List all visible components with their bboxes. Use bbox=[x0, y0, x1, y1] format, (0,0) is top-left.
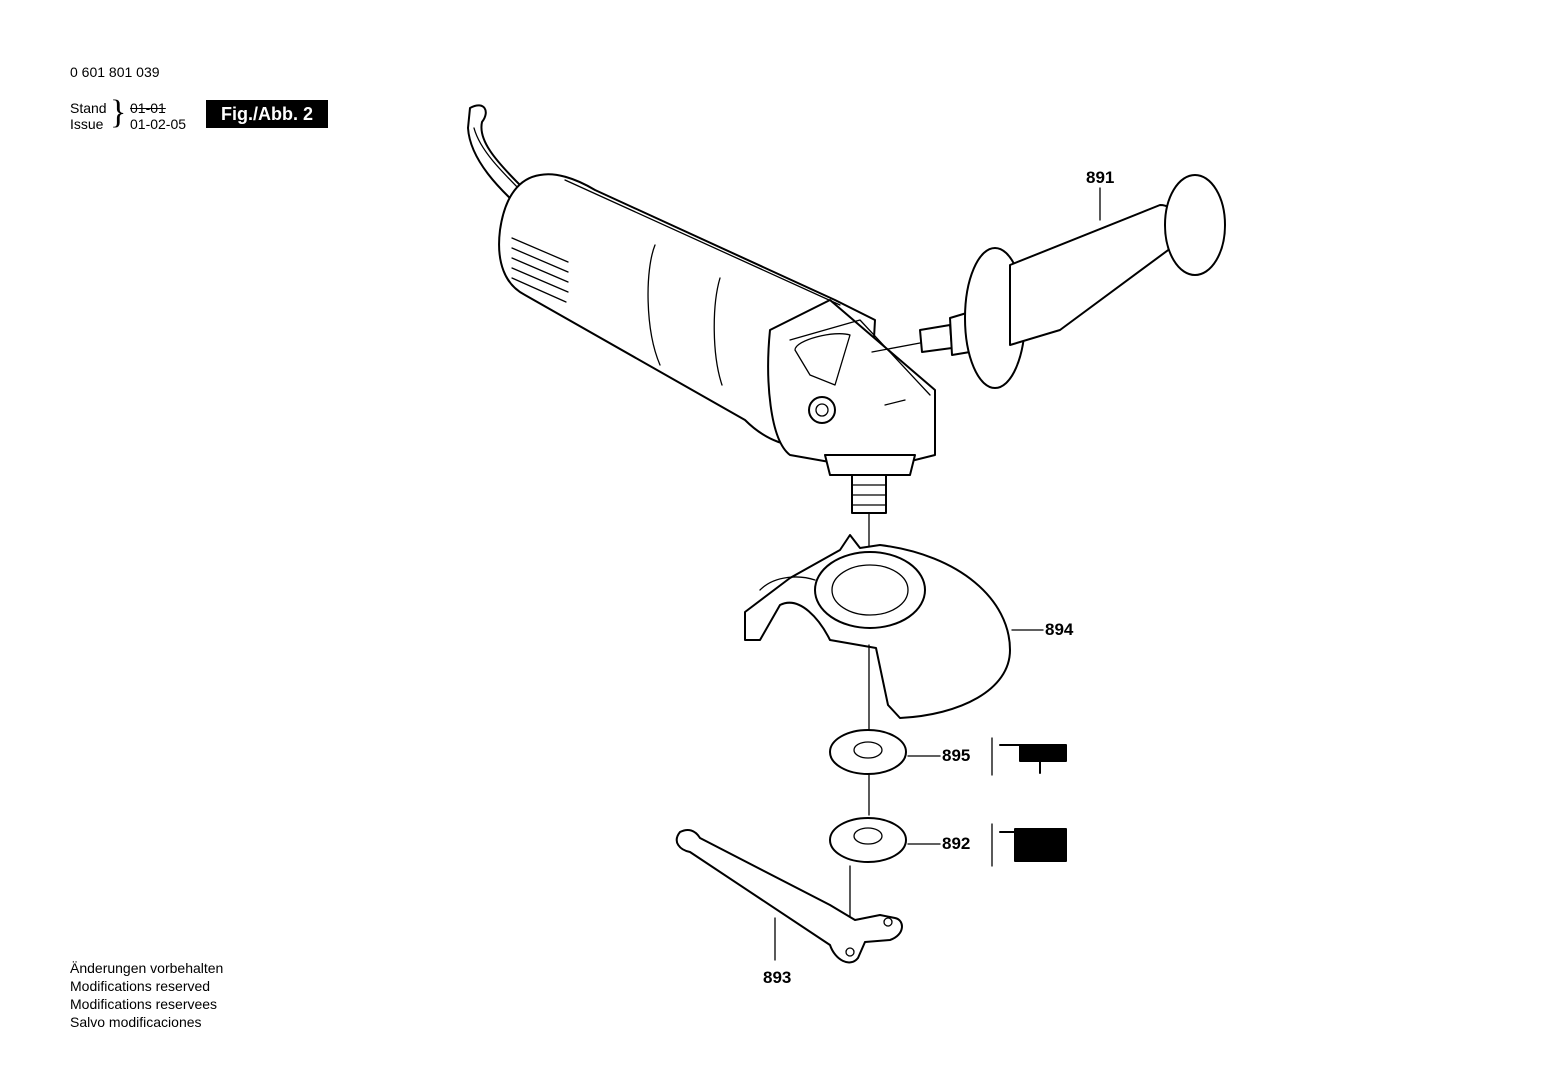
callout-891: 891 bbox=[1086, 168, 1115, 187]
figure-badge: Fig./Abb. 2 bbox=[206, 100, 328, 128]
footer-line-de: Änderungen vorbehalten bbox=[70, 960, 224, 976]
stand-date: 01-01 bbox=[130, 100, 166, 116]
spindle-thread bbox=[851, 474, 887, 514]
flange-profile-895 bbox=[991, 737, 1067, 776]
side-handle-end-flange bbox=[1164, 174, 1226, 276]
issue-label: Issue bbox=[70, 116, 104, 132]
callout-895: 895 bbox=[942, 746, 971, 765]
nut-profile-892 bbox=[991, 823, 1067, 867]
footer-line-en: Modifications reserved bbox=[70, 978, 211, 994]
callout-892: 892 bbox=[942, 834, 971, 853]
issue-date: 01-02-05 bbox=[130, 116, 187, 132]
footer-notes: Änderungen vorbehalten Modifications res… bbox=[70, 959, 223, 1031]
vent-slots bbox=[511, 237, 569, 303]
part-number: 0 601 801 039 bbox=[70, 64, 160, 80]
side-handle-thread bbox=[919, 324, 953, 353]
footer-line-fr: Modifications reservees bbox=[70, 996, 218, 1012]
callout-893: 893 bbox=[763, 968, 792, 987]
spindle-collar bbox=[824, 454, 916, 476]
callout-894: 894 bbox=[1045, 620, 1074, 639]
clamping-nut bbox=[829, 817, 907, 863]
gear-head bbox=[767, 299, 936, 471]
stand-label: Stand bbox=[70, 100, 107, 116]
side-handle-grip bbox=[1009, 204, 1178, 346]
mounting-flange bbox=[829, 729, 907, 775]
footer-line-es: Salvo modificaciones bbox=[70, 1014, 202, 1030]
guard-collar bbox=[814, 551, 926, 629]
spanner-wrench bbox=[675, 829, 903, 964]
brace-symbol: } bbox=[110, 94, 127, 131]
spindle-lock-button bbox=[808, 396, 836, 424]
